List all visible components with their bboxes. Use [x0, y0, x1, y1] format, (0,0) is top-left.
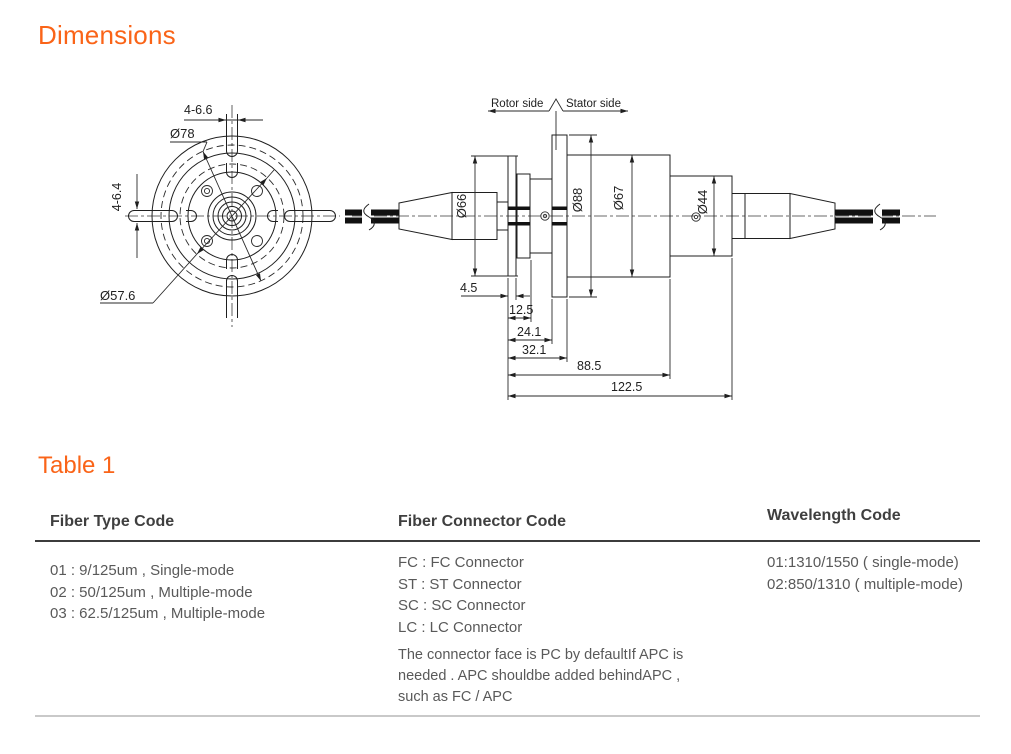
- dim-holes-label: 4-6.4: [110, 183, 124, 212]
- fiber-type-row: 02 : 50/125um , Multiple-mode: [50, 583, 253, 601]
- fiber-type-code-cell: 01 : 9/125um , Single-mode 02 : 50/125um…: [35, 552, 398, 708]
- diameter-dimensions: Ø66 Ø88 Ø67 Ø44: [454, 134, 717, 298]
- fiber-cables: [345, 203, 900, 231]
- fiber-type-row: 03 : 62.5/125um , Multiple-mode: [50, 605, 266, 622]
- connector-note: The connector face is PC by defaultIf AP…: [398, 645, 767, 708]
- dim-d88-label: Ø88: [570, 188, 585, 213]
- dim-d44-label: Ø44: [695, 190, 710, 215]
- wavelength-row: 02:850/1310 ( multiple-mode): [767, 575, 963, 593]
- dim-12-5-label: 12.5: [509, 303, 533, 317]
- page-title: Dimensions: [38, 20, 176, 50]
- dim-122-5-label: 122.5: [611, 380, 642, 394]
- dim-d576-label: Ø57.6: [100, 288, 135, 303]
- header-fiber-type-code: Fiber Type Code: [50, 513, 175, 530]
- dim-d67-label: Ø67: [611, 186, 626, 211]
- fiber-connector-code-cell: FC : FC Connector ST : ST Connector SC :…: [398, 552, 767, 708]
- connector-row: ST : ST Connector: [398, 575, 522, 593]
- length-dimensions: 4.5 12.5 24.1 32.1 88.5 122.5: [460, 258, 733, 400]
- rotor-side-label: Rotor side: [491, 98, 543, 110]
- dim-d66-label: Ø66: [454, 194, 469, 219]
- side-view: Rotor side Stator side: [345, 98, 900, 400]
- header-fiber-connector-code: Fiber Connector Code: [398, 513, 567, 530]
- wavelength-row: 01:1310/1550 ( single-mode): [767, 554, 959, 571]
- dim-4-5-label: 4.5: [460, 281, 477, 295]
- dimension-drawing: 4-6.6 Ø78 Ø57.6: [100, 98, 936, 400]
- dim-hole-diameter: 4-6.4: [110, 174, 140, 258]
- dim-24-1-label: 24.1: [517, 325, 541, 339]
- wavelength-code-cell: 01:1310/1550 ( single-mode) 02:850/1310 …: [767, 552, 980, 708]
- dim-slot-width: 4-6.6: [184, 103, 263, 123]
- dim-88-5-label: 88.5: [577, 359, 601, 373]
- connector-note-line: needed . APC shouldbe added behindAPC ,: [398, 668, 681, 684]
- side-view-body: [398, 134, 836, 298]
- dim-inner-diameter: Ø57.6: [100, 169, 275, 304]
- header-wavelength-code: Wavelength Code: [767, 507, 901, 524]
- code-table: Fiber Type Code Fiber Connector Code Wav…: [35, 505, 980, 717]
- front-view: 4-6.6 Ø78 Ø57.6: [100, 103, 336, 318]
- connector-note-line: such as FC / APC: [398, 689, 513, 705]
- code-table-body: 01 : 9/125um , Single-mode 02 : 50/125um…: [35, 542, 980, 708]
- table-title: Table 1: [38, 452, 116, 479]
- fiber-type-row: 01 : 9/125um , Single-mode: [50, 562, 235, 579]
- connector-note-line: The connector face is PC by defaultIf AP…: [398, 647, 684, 663]
- connector-row: SC : SC Connector: [398, 597, 526, 614]
- dim-32-1-label: 32.1: [522, 343, 546, 357]
- dim-d78-label: Ø78: [170, 126, 195, 141]
- connector-row: LC : LC Connector: [398, 618, 523, 636]
- connector-row: FC : FC Connector: [398, 554, 524, 571]
- stator-side-label: Stator side: [566, 98, 621, 110]
- dim-slot-width-label: 4-6.6: [184, 103, 213, 117]
- code-table-header-row: Fiber Type Code Fiber Connector Code Wav…: [35, 505, 980, 542]
- rotor-stator-annotation: Rotor side Stator side: [487, 98, 629, 150]
